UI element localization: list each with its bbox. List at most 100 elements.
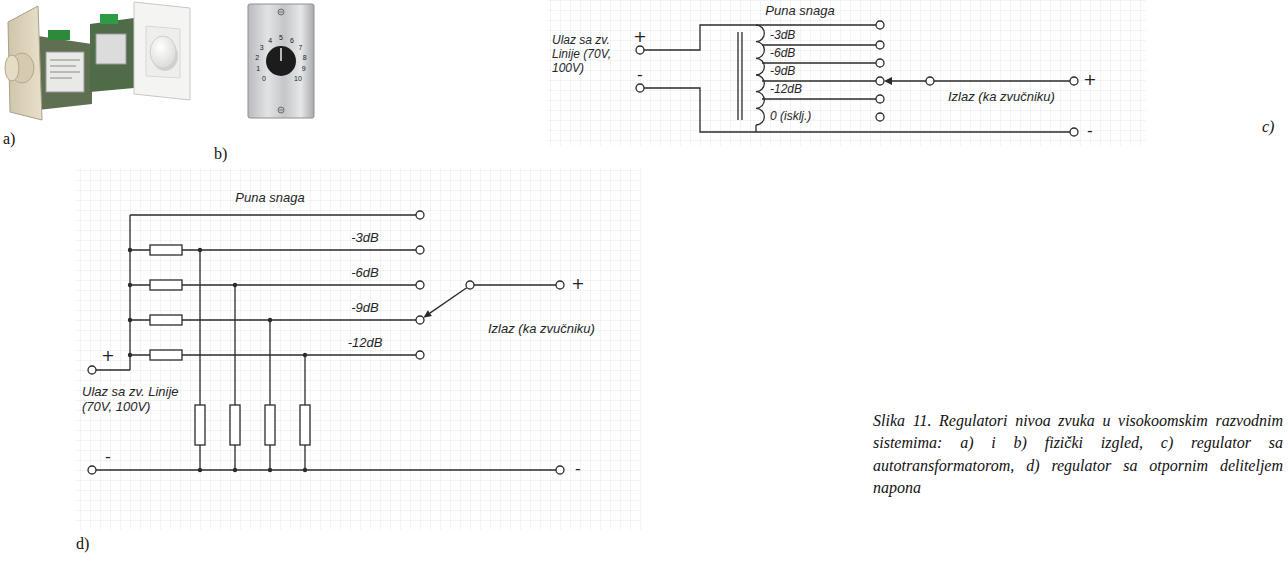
volume-control-photo [46,52,84,92]
resistive-divider-schematic [416,246,424,254]
resistive-divider-schematic [230,405,240,445]
graph-paper [548,0,1146,146]
volume-control-photo [134,2,190,100]
input-label: Ulaz sa zv. Linije (70V, 100V) [552,34,630,75]
volume-control-photo [5,2,190,120]
volume-control-photo [96,34,126,64]
resistive-divider-schematic [195,405,310,445]
tap-label: -3dB [351,231,378,246]
panel-label: d) [76,535,89,553]
autotransformer-schematic [756,25,876,99]
resistive-divider-schematic [96,285,556,470]
dial-number: 0 [262,74,266,81]
panel-label: a) [3,130,15,148]
autotransformer-schematic [644,88,1070,132]
autotransformer-schematic [934,80,1070,81]
tap-label: -6dB [351,266,378,281]
resistive-divider-schematic [128,283,132,287]
resistive-divider-schematic [128,248,132,252]
resistive-divider-schematic [265,405,275,445]
dial-number: 1 [256,65,260,72]
resistive-divider-schematic [416,281,424,289]
autotransformer-schematic [926,77,934,85]
resistive-divider-schematic [128,318,132,322]
resistive-divider-schematic [150,280,182,290]
resistive-divider-schematic [556,281,564,289]
tap-label: 0 (isklj.) [770,110,811,124]
resistive-divider-schematic [150,245,182,255]
resistive-divider-schematic [268,318,272,322]
volume-control-photo [146,26,180,78]
dial-number: 9 [302,65,306,72]
tap-label: -9dB [351,301,378,316]
resistive-divider-schematic [416,351,424,359]
tap-label: -6dB [770,47,795,61]
dial-number: 2 [255,54,259,61]
resistive-divider-schematic [416,316,424,324]
figure-caption: Slika 11. Regulatori nivoa zvuka u visok… [873,410,1283,500]
dial-number: 5 [279,34,283,41]
resistive-divider-schematic [150,315,182,325]
resistive-divider-schematic [556,466,564,474]
steel-wall-plate [278,9,284,15]
resistive-divider-schematic [96,215,416,370]
graph-paper [75,168,641,530]
dial-number: 8 [303,54,307,61]
resistive-divider-schematic [430,288,467,313]
resistive-divider-schematic [128,248,307,472]
resistive-divider-schematic [200,250,305,470]
resistive-divider-schematic [303,353,307,357]
resistive-divider-schematic [88,211,564,474]
output-label: Izlaz (ka zvučniku) [488,322,608,337]
autotransformer-schematic [884,77,892,85]
autotransformer-schematic [876,95,884,103]
autotransformer-schematic [755,125,756,132]
polarity-sign: - [105,449,111,465]
polarity-sign: + [571,276,584,292]
polarity-sign: + [101,348,114,364]
tap-label: Puna snaga [765,4,834,19]
resistive-divider-schematic [303,468,307,472]
dial-number: 7 [298,43,302,50]
autotransformer-schematic [636,84,644,92]
autotransformer-schematic [876,77,884,85]
volume-control-photo [150,36,176,68]
resistive-divider-schematic [88,211,564,474]
resistive-divider-schematic [88,366,96,374]
resistive-divider-schematic [416,211,424,219]
resistive-divider-schematic [423,310,432,318]
resistive-divider-schematic [130,250,416,355]
panel-label: c) [1262,118,1274,136]
resistive-divider-schematic [128,353,132,357]
autotransformer-schematic [756,25,764,125]
resistive-divider-schematic [300,405,310,445]
steel-wall-plate [266,46,296,76]
dial-number: 10 [294,74,302,81]
volume-control-photo [5,55,19,81]
input-label: Ulaz sa zv. Linije (70V, 100V) [82,385,187,415]
resistive-divider-schematic [150,245,182,360]
resistive-divider-schematic [233,283,237,287]
autotransformer-schematic [876,59,884,67]
tap-label: -9dB [770,65,795,79]
polarity-sign: - [1087,123,1093,139]
resistive-divider-schematic [150,350,182,360]
steel-wall-plate [279,12,283,13]
autotransformer-schematic [636,21,1078,136]
steel-wall-plate [280,48,282,61]
tap-label: -3dB [770,29,795,43]
resistive-divider-schematic [268,468,272,472]
polarity-sign: + [1083,72,1096,88]
resistive-divider-schematic [195,405,205,445]
polarity-sign: - [575,461,581,477]
autotransformer-schematic [1070,128,1078,136]
resistive-divider-schematic [88,466,96,474]
dial-number: 6 [290,36,294,43]
autotransformer-schematic [892,80,926,81]
resistive-divider-schematic [233,468,237,472]
volume-control-photo [50,60,80,78]
polarity-sign: + [633,29,646,45]
volume-control-photo [100,14,118,24]
dial-number: 3 [260,43,264,50]
autotransformer-schematic [644,25,756,50]
